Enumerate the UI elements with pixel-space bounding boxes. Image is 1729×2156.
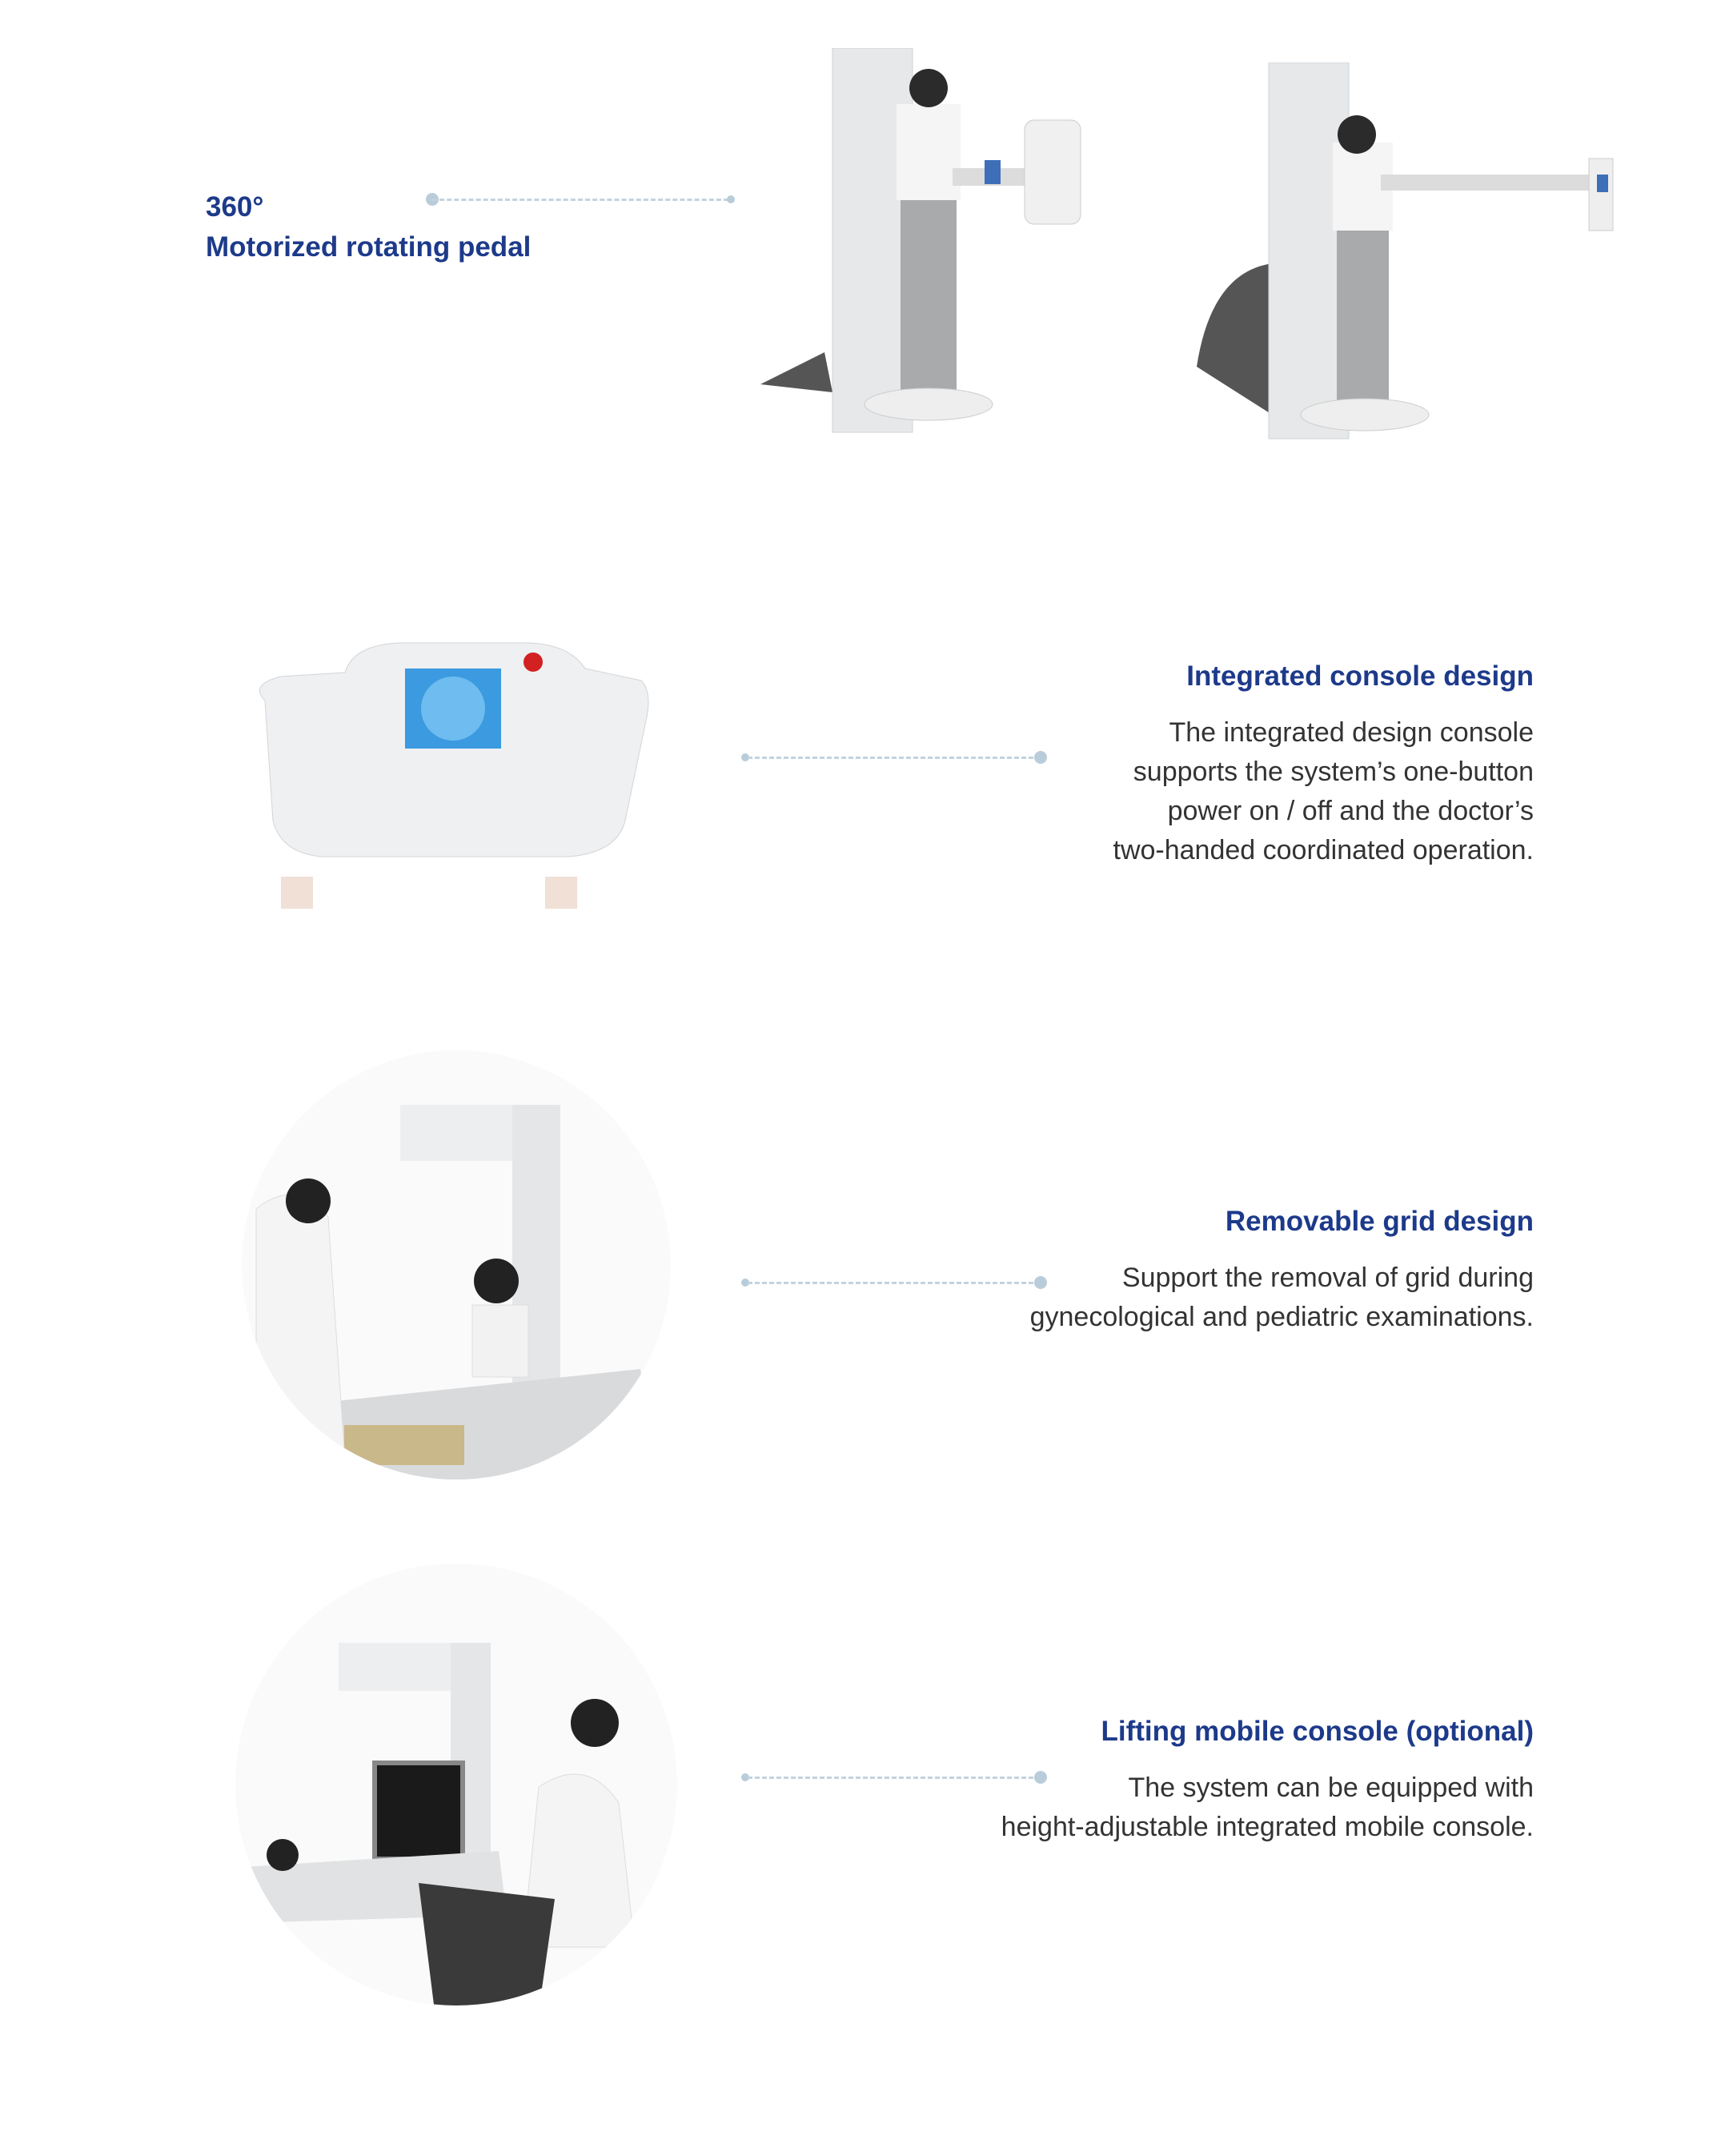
feature-2-title: Integrated console design	[1186, 660, 1534, 692]
connector-line-1	[426, 193, 735, 206]
mobile-console-image	[235, 1564, 677, 2005]
console-image	[259, 642, 649, 909]
connector-line-4	[741, 1771, 1047, 1784]
feature-1-title-line2: Motorized rotating pedal	[206, 231, 532, 263]
standing-xray-image-front	[760, 48, 1081, 433]
description-line: The integrated design console	[1169, 717, 1534, 748]
description-line: power on / off and the doctor’s	[1167, 796, 1534, 826]
grid-design-image	[242, 1050, 671, 1479]
feature-3-title: Removable grid design	[1225, 1206, 1534, 1237]
description-line: Support the removal of grid during	[1121, 1263, 1534, 1293]
feature-2-description: The integrated design console supports t…	[1113, 713, 1534, 870]
description-line: two-handed coordinated operation.	[1113, 835, 1534, 865]
standing-xray-image-rotated	[1197, 62, 1614, 440]
feature-4-description: The system can be equipped with height-a…	[1001, 1769, 1534, 1847]
description-line: The system can be equipped with	[1128, 1773, 1534, 1803]
description-line: supports the system’s one-button	[1133, 757, 1534, 787]
feature-1-title-line1: 360°	[206, 191, 264, 223]
description-line: gynecological and pediatric examinations…	[1029, 1302, 1534, 1332]
feature-4-title: Lifting mobile console (optional)	[1101, 1716, 1534, 1747]
feature-1-title: 360° Motorized rotating pedal	[206, 187, 531, 267]
connector-line-2	[741, 751, 1047, 764]
description-line: height-adjustable integrated mobile cons…	[1001, 1812, 1534, 1842]
feature-3-description: Support the removal of grid during gynec…	[1030, 1259, 1534, 1337]
connector-line-3	[741, 1276, 1047, 1289]
